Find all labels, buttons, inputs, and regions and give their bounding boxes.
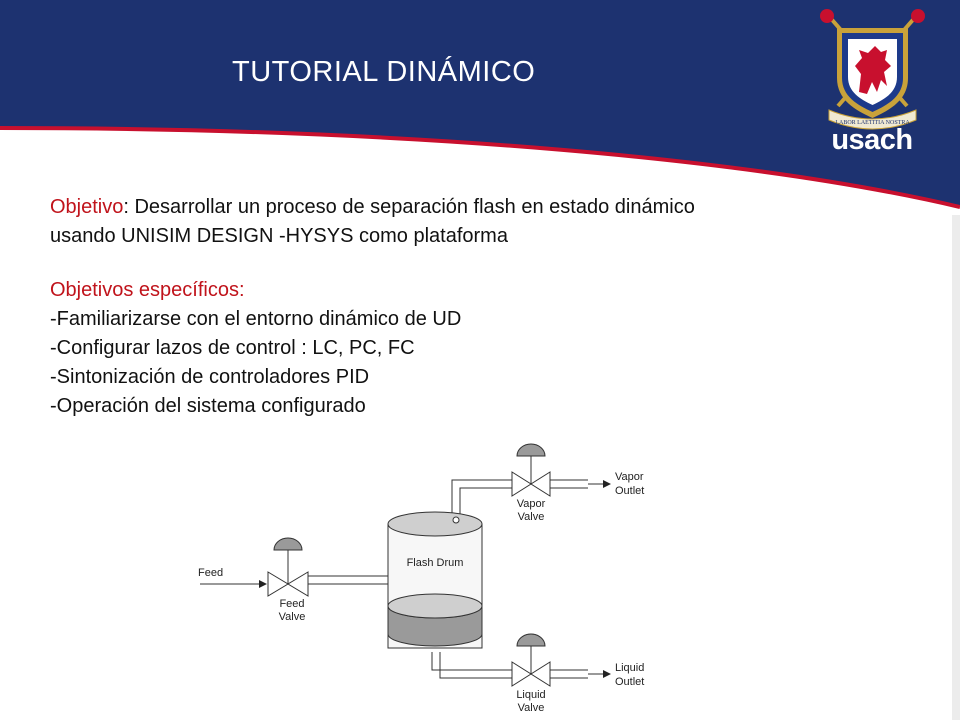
vapor-outlet-label: Outlet	[615, 485, 644, 497]
feed-valve-label: Feed	[279, 598, 304, 610]
feed-label: Feed	[198, 567, 223, 579]
body-text: Objetivo: Desarrollar un proceso de sepa…	[50, 193, 840, 421]
vapor-outlet-label: Vapor	[615, 471, 644, 483]
vapor-valve-label: Vapor	[517, 498, 546, 510]
slide-title: TUTORIAL DINÁMICO	[232, 56, 536, 88]
liquid-outlet-label: Outlet	[615, 676, 644, 688]
vapor-valve-icon	[511, 443, 551, 497]
logo-wordmark: usach	[831, 124, 913, 156]
feed-valve-label: Valve	[279, 611, 306, 623]
objective-item: -Familiarizarse con el entorno dinámico …	[50, 308, 462, 330]
flash-drum-label: Flash Drum	[407, 557, 464, 569]
objective-item: -Operación del sistema configurado	[50, 395, 366, 417]
logo-motto: LABOR LAETITIA NOSTRA	[835, 120, 910, 126]
slide-edge	[952, 215, 960, 720]
liquid-valve-icon	[511, 633, 551, 687]
flash-drum	[387, 511, 483, 649]
liquid-outlet-label: Liquid	[615, 662, 644, 674]
specific-objectives-heading: Objetivos específicos:	[50, 279, 245, 301]
usach-logo: LABOR LAETITIA NOSTRA	[820, 9, 925, 130]
objective-label: Objetivo	[50, 196, 124, 218]
header-band	[0, 0, 960, 215]
feed-valve-icon	[267, 537, 309, 597]
objective-line: Objetivo: Desarrollar un proceso de sepa…	[50, 193, 840, 222]
liquid-valve-label: Valve	[518, 702, 545, 714]
objective-item: -Configurar lazos de control : LC, PC, F…	[50, 337, 415, 359]
flash-drum-diagram: Feed Feed Valve Flash Drum Vapor Valve V…	[198, 443, 644, 714]
objective-text-continued: usando UNISIM DESIGN -HYSYS como platafo…	[50, 225, 508, 247]
vapor-valve-label: Valve	[518, 511, 545, 523]
liquid-valve-label: Liquid	[516, 689, 545, 701]
objective-text: : Desarrollar un proceso de separación f…	[123, 196, 695, 218]
objective-item: -Sintonización de controladores PID	[50, 366, 370, 388]
